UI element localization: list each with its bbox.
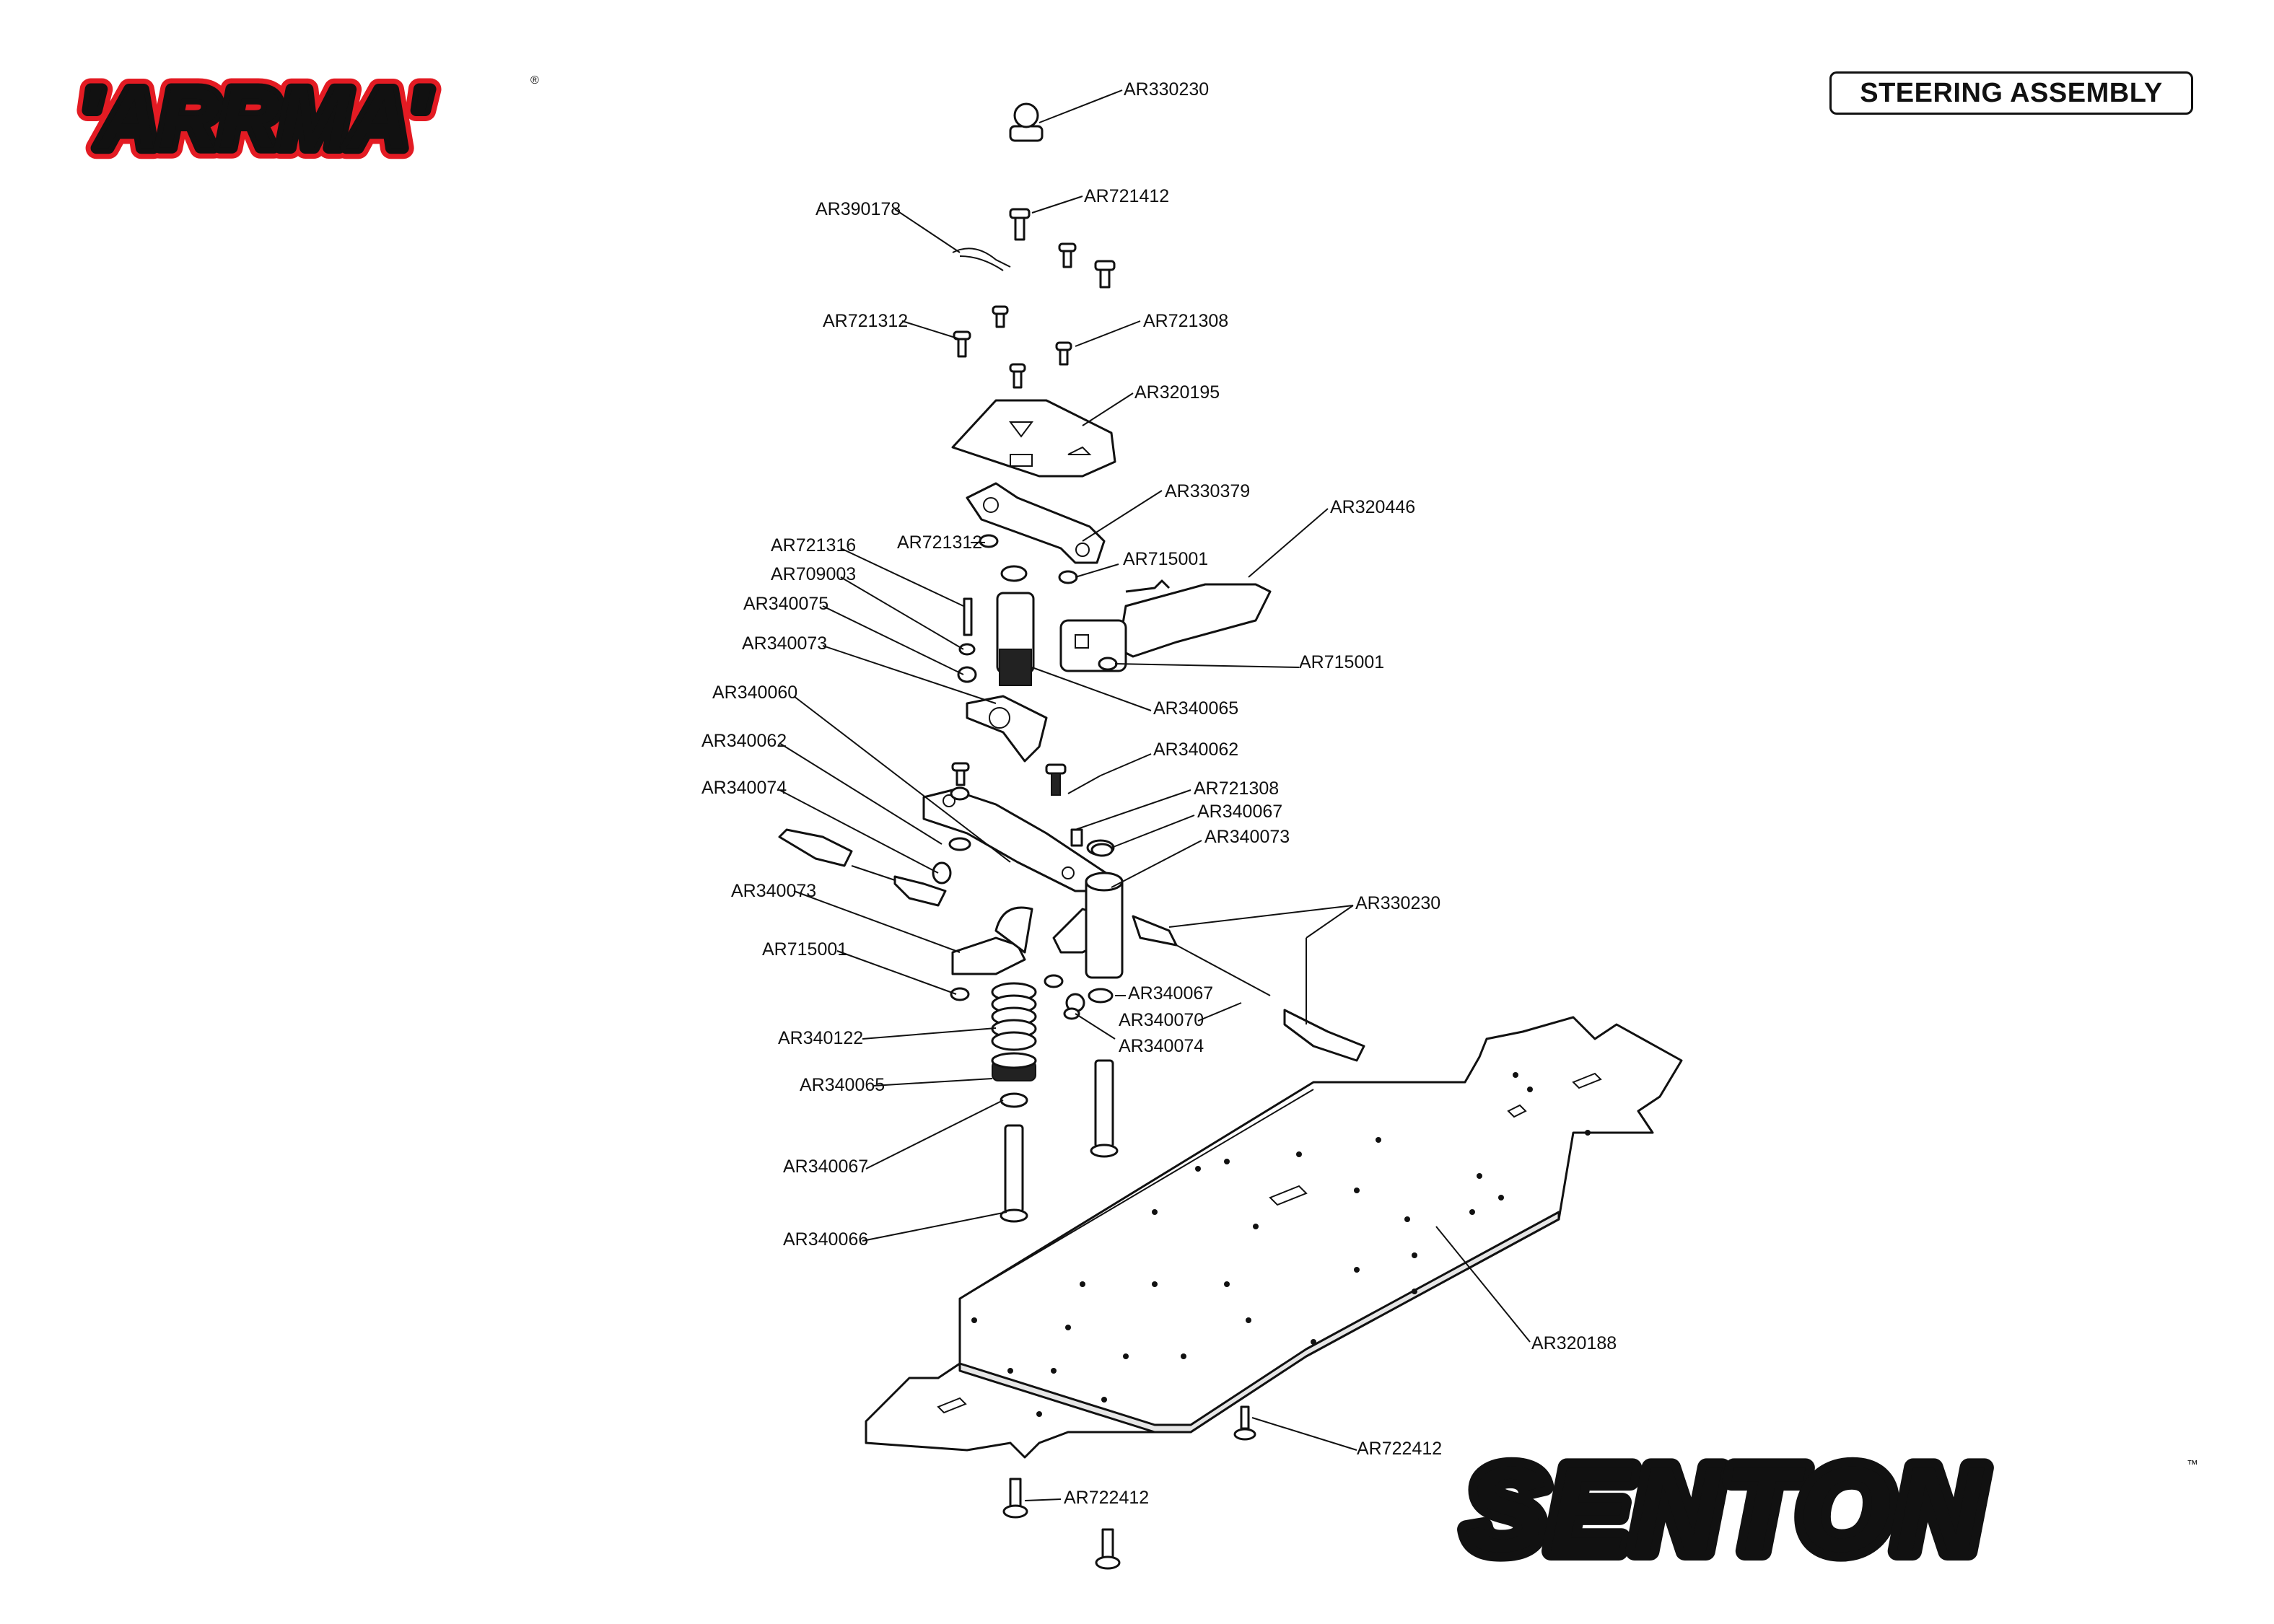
bottom-screws	[1002, 1405, 1256, 1570]
callout-label: AR721308	[1194, 778, 1279, 799]
svg-text:SENTON: SENTON	[1465, 1441, 1985, 1577]
callout-label: AR340060	[712, 682, 797, 703]
callout-label: AR721412	[1084, 186, 1169, 206]
bellcrank	[966, 695, 1048, 763]
leader-lines	[779, 89, 1531, 1501]
callout-label: AR330230	[1355, 893, 1440, 913]
lower-hardware	[950, 843, 1114, 1020]
tie-rod-left	[778, 828, 947, 907]
svg-text:'ARRMA': 'ARRMA'	[79, 71, 431, 167]
spring	[991, 982, 1037, 1051]
callout-label: AR340075	[743, 594, 828, 614]
servo-horn-bracket	[966, 482, 1106, 564]
clip	[952, 247, 1011, 271]
callout-label: AR715001	[1299, 652, 1384, 672]
svg-text:™: ™	[2187, 1459, 2198, 1471]
callout-label: AR340067	[1128, 983, 1213, 1004]
screws-top	[953, 208, 1116, 389]
callout-label: AR340074	[701, 778, 787, 798]
callout-labels: AR330230 AR721412 AR390178 AR721312 AR72…	[701, 79, 1617, 1508]
callout-label: AR340122	[778, 1028, 863, 1048]
arrma-logo: 'ARRMA' 'ARRMA' 'ARRMA' ®	[69, 61, 539, 177]
small-hardware	[957, 534, 1118, 686]
callout-label: AR340062	[1153, 739, 1238, 760]
callout-label: AR340073	[731, 881, 816, 901]
callout-label: AR330230	[1124, 79, 1209, 100]
svg-text:®: ®	[530, 74, 539, 87]
top-plate	[951, 399, 1116, 478]
posts	[1000, 1059, 1119, 1223]
callout-label: AR320195	[1134, 382, 1220, 403]
callout-label: AR320188	[1531, 1333, 1617, 1353]
steering-arm-servo	[1059, 579, 1272, 672]
callout-label: AR340062	[701, 731, 787, 751]
callout-label: AR721308	[1143, 311, 1228, 331]
callout-label: AR722412	[1064, 1488, 1149, 1508]
servo-saver-cap	[1009, 102, 1044, 142]
callout-label: AR715001	[1123, 549, 1208, 569]
adjuster-nut	[991, 1052, 1037, 1108]
callout-label: AR709003	[771, 564, 856, 584]
callout-label: AR721316	[771, 535, 856, 556]
callout-label: AR340070	[1119, 1010, 1204, 1030]
callout-label: AR330379	[1165, 481, 1250, 501]
callout-label: AR715001	[762, 939, 847, 960]
title-box: STEERING ASSEMBLY	[1829, 71, 2193, 115]
steering-knuckles	[951, 872, 1124, 979]
callout-label: AR340073	[1204, 827, 1290, 847]
senton-logo: SENTON SENTON ™	[1456, 1432, 2198, 1586]
svg-text:'ARRMA': 'ARRMA'	[79, 71, 431, 167]
callout-label: AR340067	[783, 1156, 868, 1177]
tie-rod-right	[1132, 915, 1365, 1062]
callout-label: AR721312	[823, 311, 908, 331]
callout-label: AR390178	[815, 199, 901, 219]
callout-label: AR721312	[897, 532, 982, 553]
page-title: STEERING ASSEMBLY	[1860, 77, 2163, 108]
chassis-plate	[865, 1016, 1683, 1459]
svg-text:SENTON: SENTON	[1465, 1441, 1985, 1577]
callout-label: AR340067	[1197, 802, 1282, 822]
callout-label: AR340074	[1119, 1036, 1204, 1056]
callout-label: AR340066	[783, 1229, 868, 1250]
callout-label: AR340073	[742, 633, 827, 654]
callout-label: AR340065	[800, 1075, 885, 1095]
callout-label: AR722412	[1357, 1439, 1442, 1459]
svg-text:'ARRMA': 'ARRMA'	[79, 71, 431, 167]
callout-label: AR340065	[1153, 698, 1238, 719]
callout-label: AR320446	[1330, 497, 1415, 517]
